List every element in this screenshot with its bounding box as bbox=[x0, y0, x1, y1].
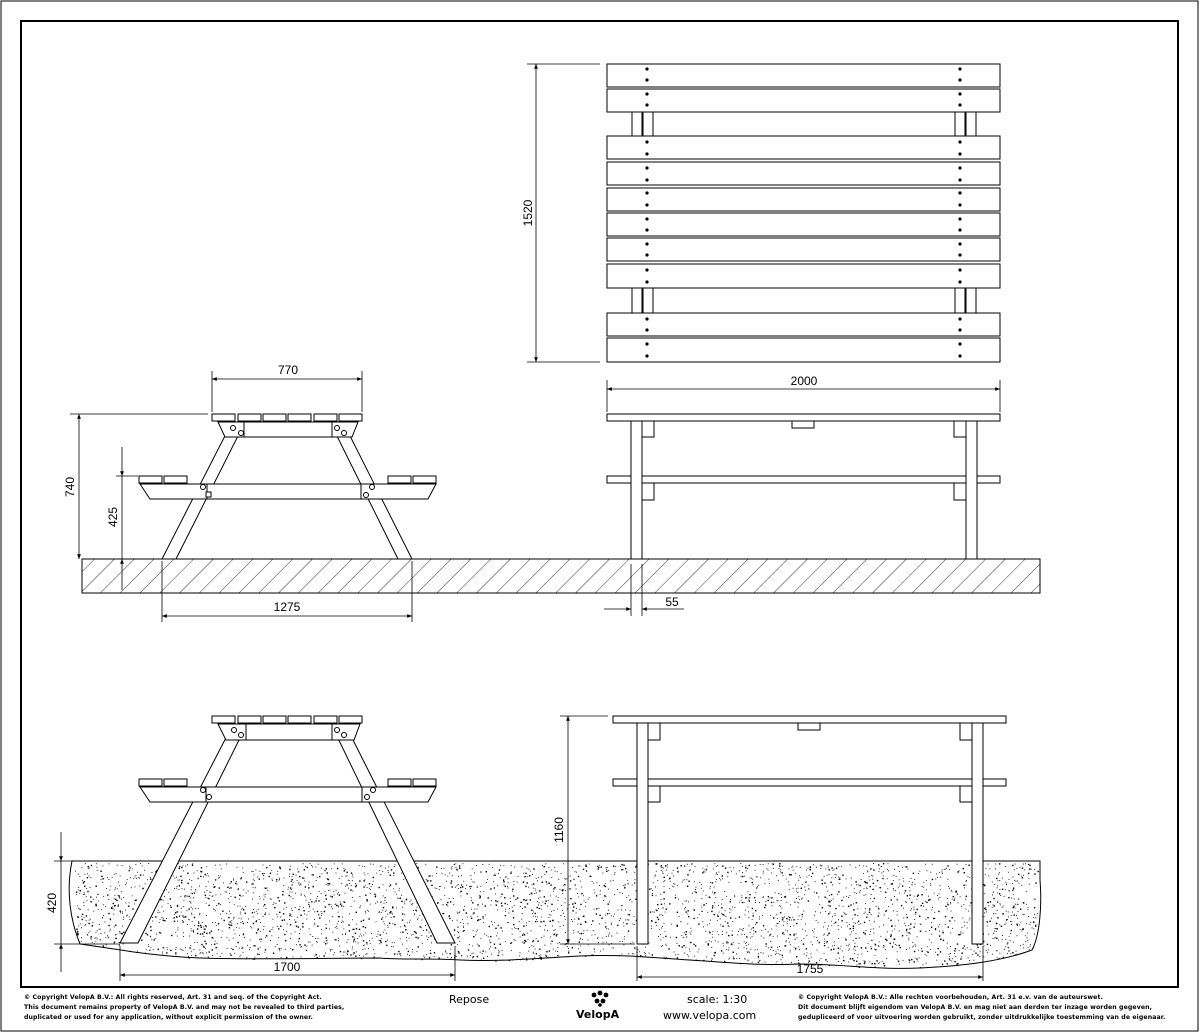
buried-front-view bbox=[612, 715, 1007, 945]
brand-name: VelopA bbox=[576, 1008, 620, 1021]
copyright-nl-line: gedupliceerd of voor uitvoering worden g… bbox=[798, 1014, 1166, 1021]
ground-speckled bbox=[68, 860, 1042, 969]
dim-2000 bbox=[606, 380, 1001, 412]
ground-hatched bbox=[81, 558, 1041, 594]
top-view bbox=[606, 63, 1001, 363]
dim-55 bbox=[604, 564, 684, 616]
label-1700: 1700 bbox=[274, 960, 301, 974]
label-55: 55 bbox=[665, 595, 679, 609]
dim-1275 bbox=[161, 561, 413, 622]
dim-770 bbox=[211, 371, 363, 412]
copyright-en-line: This document remains property of VelopA… bbox=[24, 1004, 345, 1011]
scale-label: scale: 1:30 bbox=[687, 993, 748, 1006]
dim-420 bbox=[54, 832, 118, 972]
dim-1700 bbox=[119, 946, 456, 981]
label-1755: 1755 bbox=[797, 962, 824, 976]
dim-740 bbox=[70, 413, 208, 559]
website-label: www.velopa.com bbox=[663, 1009, 757, 1022]
copyright-en-line: duplicated or used for any application, … bbox=[24, 1014, 313, 1021]
copyright-dutch: © Copyright VelopA B.V.: Alle rechten vo… bbox=[798, 993, 1166, 1023]
dim-1520 bbox=[527, 63, 600, 363]
label-2000: 2000 bbox=[791, 374, 818, 388]
label-770: 770 bbox=[278, 363, 298, 377]
dim-1160 bbox=[560, 715, 635, 945]
front-view bbox=[606, 413, 1001, 560]
dim-1755 bbox=[636, 946, 984, 981]
buried-side-view bbox=[119, 715, 456, 944]
label-1520: 1520 bbox=[521, 199, 535, 226]
label-425: 425 bbox=[106, 507, 120, 527]
label-740: 740 bbox=[63, 477, 77, 497]
label-1160: 1160 bbox=[552, 817, 566, 843]
label-1275: 1275 bbox=[274, 600, 301, 614]
drawing-frame bbox=[20, 20, 1179, 988]
dim-425 bbox=[116, 447, 138, 590]
copyright-nl-line: © Copyright VelopA B.V.: Alle rechten vo… bbox=[798, 994, 1103, 1001]
copyright-nl-line: Dit document blijft eigendom van VelopA … bbox=[798, 1004, 1153, 1011]
product-name: Repose bbox=[449, 993, 490, 1006]
label-420: 420 bbox=[45, 893, 59, 913]
copyright-en-line: © Copyright VelopA B.V.: All rights rese… bbox=[24, 994, 322, 1001]
copyright-english: © Copyright VelopA B.V.: All rights rese… bbox=[24, 993, 344, 1023]
velopa-logo-icon bbox=[591, 990, 609, 1007]
side-view bbox=[138, 413, 437, 560]
